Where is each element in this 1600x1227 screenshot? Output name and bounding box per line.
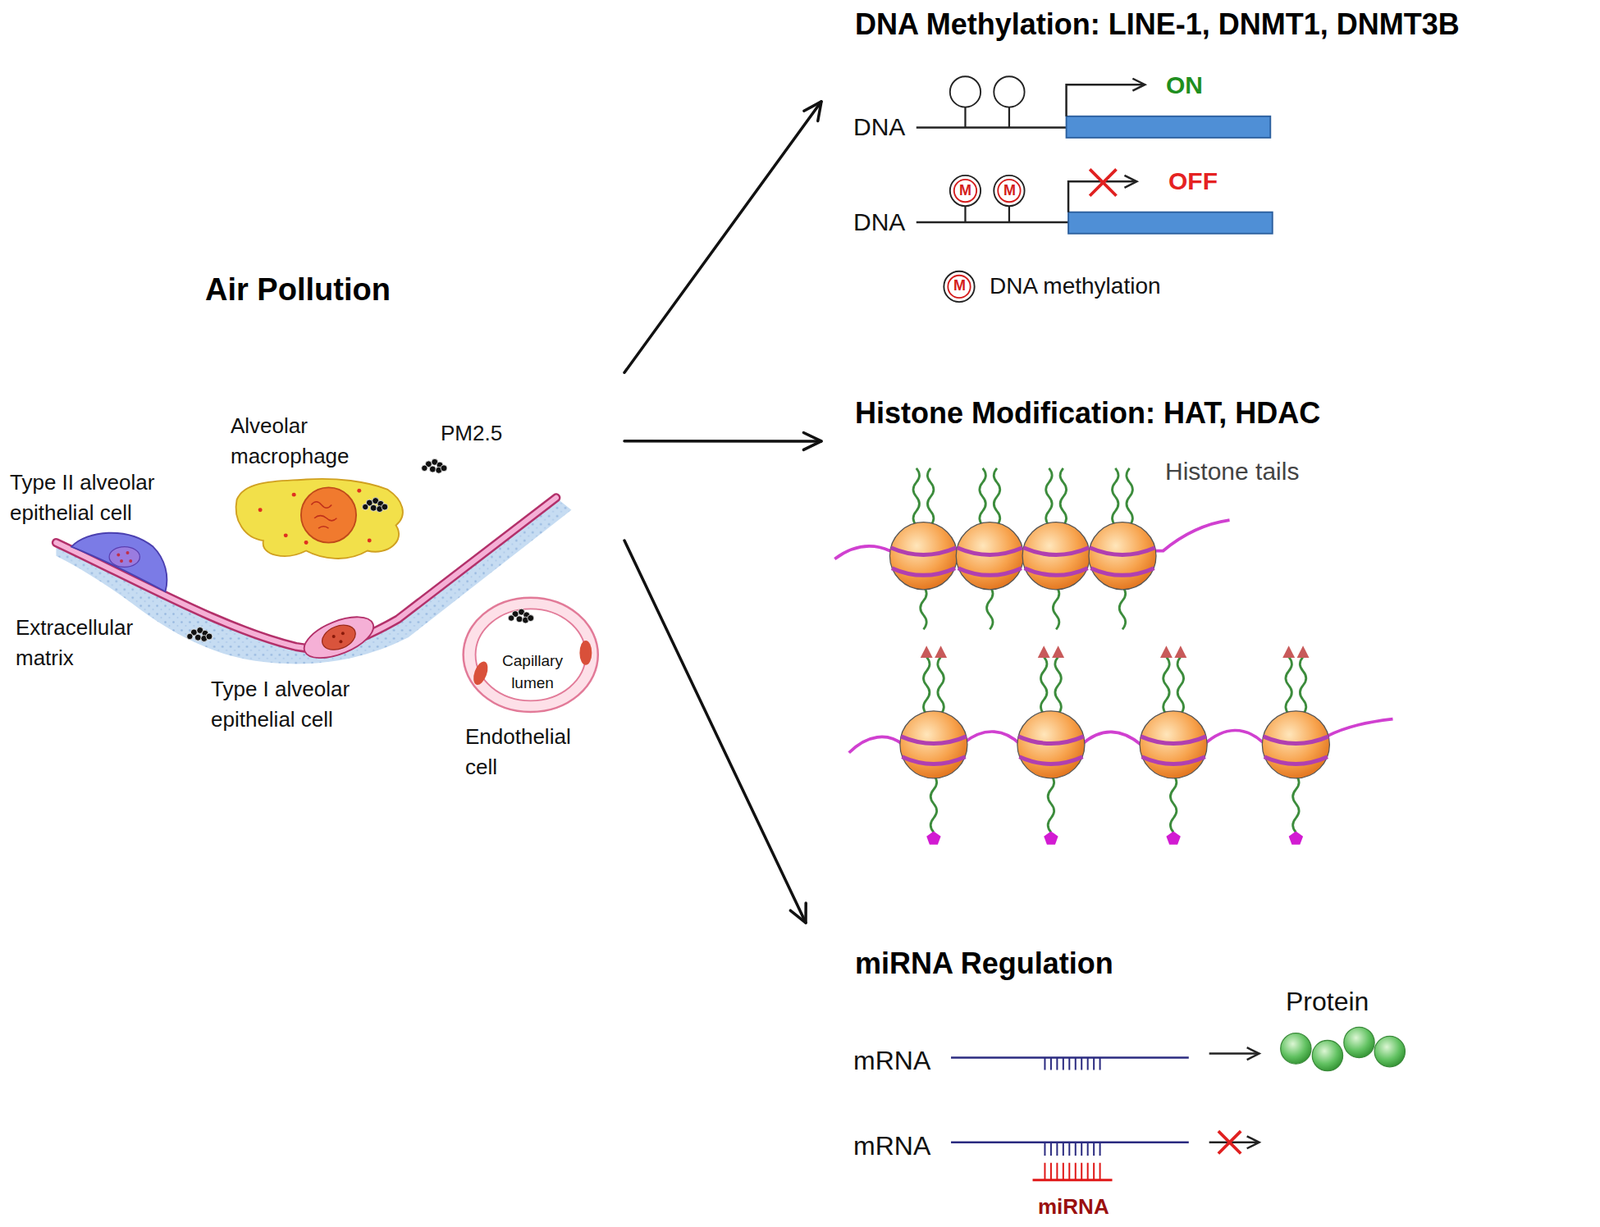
part-label: Histone tails [1165,457,1299,487]
connector-line [624,101,822,373]
part-label: Extracellular matrix [15,612,147,674]
capillary [463,598,599,713]
part-label: PM2.5 [440,420,503,447]
pm-particles [187,458,448,642]
part-label: miRNA [1037,1194,1110,1221]
part-label: Protein [1285,986,1369,1018]
section-heading: Histone Modification: HAT, HDAC [854,395,1321,431]
section-group: Histone Modification: HAT, HDAC [821,395,1413,860]
alveolar-macrophage [236,479,403,559]
part-label: DNA [853,112,906,142]
part-label: M [959,182,972,201]
section-heading: Air Pollution [205,271,391,310]
part-label: mRNA [853,1130,931,1162]
connector-line [624,439,822,444]
dna-methylation-sketch [916,76,1273,302]
connector-arrow [624,540,806,924]
arrow-head [790,903,806,924]
part-label: DNA [853,207,906,238]
legend-sample [943,271,974,302]
part-label: M [1003,182,1016,201]
arrow-head [803,432,822,450]
nucleosome-rows [834,468,1393,846]
connector-arrow [624,432,822,450]
part-label: M [953,277,966,296]
section-group: DNA Methylation: LINE-1, DNMT1, DNMT3B [821,6,1585,304]
mirna-sketch [950,1027,1405,1181]
arrow-head [804,101,822,122]
part-label: Type I alveolar epithelial cell [210,674,367,736]
part-label: OFF [1168,166,1218,197]
part-label: Capillary lumen [491,649,574,695]
part-label: ON [1165,70,1203,101]
section-heading: miRNA Regulation [854,946,1114,982]
legend-text: DNA methylation [989,272,1162,301]
section-heading: DNA Methylation: LINE-1, DNMT1, DNMT3B [854,6,1460,42]
type-two-cell [71,533,167,593]
connector-arrow [624,101,822,373]
part-label: mRNA [853,1045,931,1077]
part-label: Type II alveolar epithelial cell [9,467,179,529]
part-label: Alveolar macrophage [230,411,375,472]
part-label: Endothelial cell [465,722,589,783]
connector-line [624,540,806,924]
